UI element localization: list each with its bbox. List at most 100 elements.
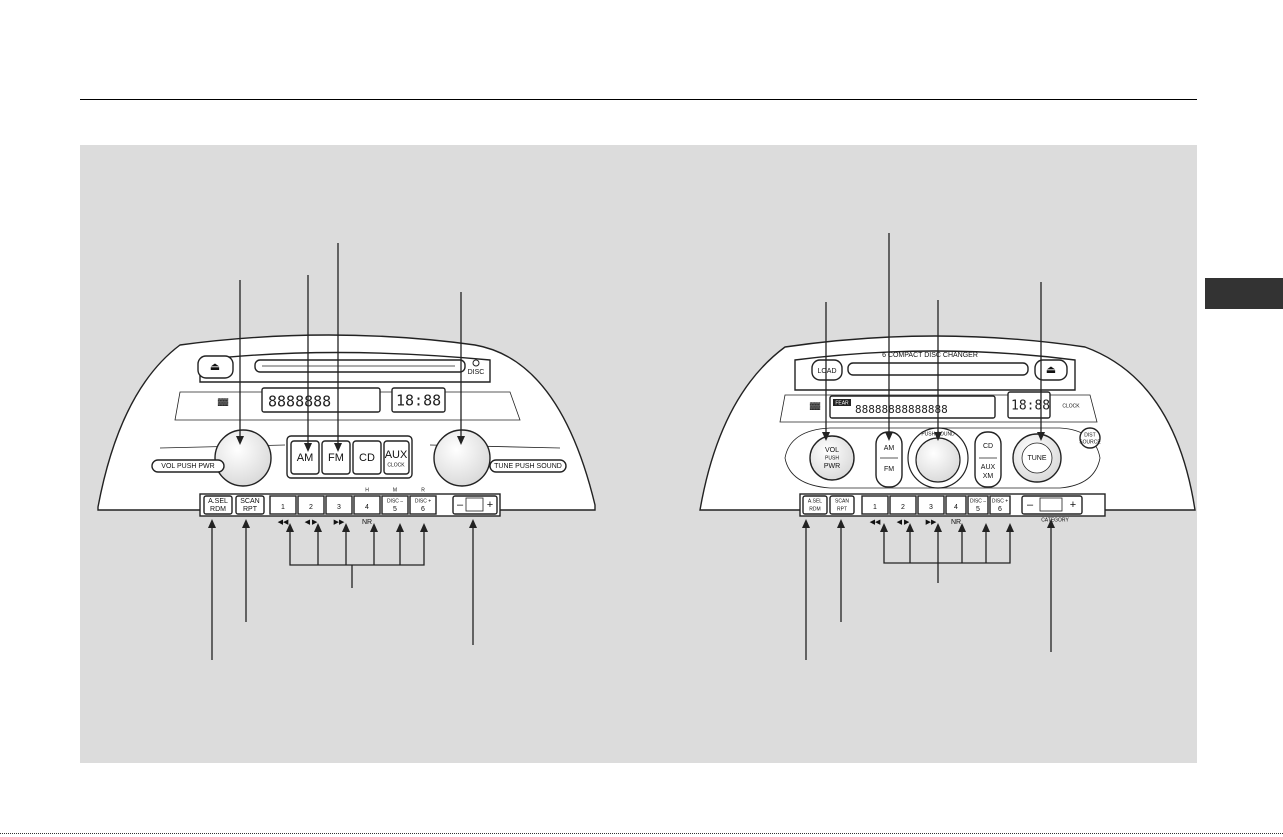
svg-text:–: – (457, 499, 464, 511)
svg-text:+: + (1070, 499, 1076, 511)
svg-text:DISC: DISC (468, 369, 485, 376)
svg-text:CD: CD (983, 443, 993, 450)
svg-text:3: 3 (337, 504, 341, 511)
svg-text:TUNE: TUNE (1027, 455, 1046, 462)
left-audio-unit: ⏏ DISC ▓▓ 8888888 18:88 VOL PUSH PWR TUN… (97, 334, 596, 526)
eject-button[interactable]: ⏏ (197, 355, 234, 379)
svg-text:⏏: ⏏ (210, 361, 220, 373)
svg-text:RPT: RPT (243, 506, 258, 513)
svg-text:1: 1 (281, 504, 285, 511)
category-rocker[interactable]: – + (1021, 495, 1083, 515)
header-rule (80, 99, 1197, 100)
aux-button[interactable]: AUX CLOCK (383, 440, 410, 475)
svg-text:18:88: 18:88 (396, 392, 441, 410)
svg-text:AUX: AUX (981, 464, 996, 471)
svg-text:◀ ▶: ◀ ▶ (897, 519, 910, 526)
tune-rocker[interactable]: – + (452, 495, 498, 515)
svg-text:CD: CD (359, 452, 375, 464)
svg-text:SCAN: SCAN (240, 498, 259, 505)
svg-text:88888888888888: 88888888888888 (855, 403, 948, 416)
svg-text:RDM: RDM (210, 506, 226, 513)
svg-text:NR: NR (951, 519, 961, 526)
svg-text:VOL PUSH PWR: VOL PUSH PWR (161, 463, 214, 470)
preset-6-button[interactable]: DISC + 6 R (409, 487, 437, 515)
svg-text:NR: NR (362, 519, 372, 526)
lcd-display: FEAR 88888888888888 (829, 395, 996, 419)
source-buttons: AM FM CD AUX CLOCK (286, 435, 413, 479)
vol-pwr-knob[interactable]: VOL PUSH PWR (151, 429, 272, 487)
am-button[interactable]: AM (290, 440, 320, 475)
scan-button[interactable]: SCAN RPT (829, 495, 855, 515)
svg-text:XM: XM (983, 473, 994, 480)
preset-4-button[interactable]: 4 (945, 495, 967, 515)
svg-text:18:88: 18:88 (1011, 399, 1050, 414)
svg-text:AM: AM (297, 452, 314, 464)
svg-text:FM: FM (884, 466, 894, 473)
preset-1-button[interactable]: 1 (861, 495, 889, 515)
svg-text:FM: FM (328, 452, 344, 464)
vol-pwr-knob[interactable]: VOL PUSH PWR (809, 435, 855, 481)
svg-text:A.SEL: A.SEL (808, 498, 822, 504)
svg-text:◀◀: ◀◀ (870, 519, 881, 526)
svg-text:▶▶: ▶▶ (926, 519, 937, 526)
lcd-display: 8888888 (261, 387, 381, 413)
asel-button[interactable]: A.SEL RDM (203, 495, 233, 515)
clock-display: 18:88 (1007, 391, 1051, 419)
svg-text:PWR: PWR (824, 463, 840, 470)
preset-2-button[interactable]: 2 (889, 495, 917, 515)
cd-aux-button[interactable]: CD AUX XM (974, 431, 1002, 488)
load-button[interactable]: LOAD (811, 359, 843, 381)
svg-text:6 COMPACT DISC CHANGER: 6 COMPACT DISC CHANGER (882, 352, 978, 359)
svg-text:6: 6 (998, 506, 1002, 513)
preset-4-button[interactable]: 4 H (353, 487, 381, 515)
dist-button[interactable]: DIST SOURCE (1079, 427, 1101, 449)
svg-text:▓▓: ▓▓ (218, 398, 229, 406)
svg-text:M: M (393, 487, 397, 493)
right-callout-lines (802, 233, 1055, 660)
svg-text:SOURCE: SOURCE (1079, 439, 1101, 445)
section-tab (1205, 278, 1283, 309)
svg-text:8888888: 8888888 (268, 393, 331, 411)
preset-5-button[interactable]: DISC – 5 (967, 495, 989, 515)
svg-text:DISC +: DISC + (992, 498, 1008, 504)
svg-text:▓▓: ▓▓ (810, 402, 821, 410)
svg-text:5: 5 (976, 506, 980, 513)
preset-strip: A.SEL RDM SCAN RPT 1 2 3 4 (799, 493, 1106, 523)
svg-text:RPT: RPT (837, 506, 847, 512)
svg-text:CLOCK: CLOCK (1062, 403, 1080, 409)
svg-text:AM: AM (884, 445, 895, 452)
svg-text:AUX: AUX (385, 449, 408, 461)
preset-3-button[interactable]: 3 (325, 495, 353, 515)
left-callout-lines (208, 243, 477, 660)
eject-button[interactable]: ⏏ (1034, 359, 1068, 381)
svg-text:⏏: ⏏ (1046, 364, 1056, 376)
fm-button[interactable]: FM (321, 440, 351, 475)
tune-knob[interactable]: TUNE (1012, 433, 1062, 483)
svg-text:DISC –: DISC – (387, 498, 403, 504)
svg-text:SCAN: SCAN (835, 498, 849, 504)
svg-text:3: 3 (929, 504, 933, 511)
scan-button[interactable]: SCAN RPT (235, 495, 265, 515)
right-audio-unit: 6 COMPACT DISC CHANGER LOAD ⏏ ▓▓ FEAR 88… (699, 335, 1196, 526)
svg-text:◀ ▶: ◀ ▶ (305, 519, 318, 526)
disc-indicator: DISC (468, 359, 485, 376)
svg-text:4: 4 (365, 504, 369, 511)
cd-button[interactable]: CD (352, 440, 382, 475)
svg-text:H: H (365, 487, 369, 493)
svg-text:FEAR: FEAR (835, 400, 849, 406)
svg-text:DIST: DIST (1084, 432, 1095, 438)
preset-strip: A.SEL RDM SCAN RPT 1 2 3 4 (199, 487, 501, 517)
tune-sound-knob[interactable]: TUNE PUSH SOUND (433, 429, 567, 487)
preset-5-button[interactable]: DISC – 5 M (381, 487, 409, 515)
svg-text:LOAD: LOAD (817, 368, 836, 375)
svg-text:▶▶: ▶▶ (334, 519, 345, 526)
preset-1-button[interactable]: 1 (269, 495, 297, 515)
page-bottom-border (0, 833, 1283, 834)
svg-text:–: – (1027, 499, 1034, 511)
preset-2-button[interactable]: 2 (297, 495, 325, 515)
preset-3-button[interactable]: 3 (917, 495, 945, 515)
asel-button[interactable]: A.SEL RDM (802, 495, 828, 515)
clock-display: 18:88 (391, 387, 446, 413)
svg-text:1: 1 (873, 504, 877, 511)
preset-6-button[interactable]: DISC + 6 (989, 495, 1011, 515)
